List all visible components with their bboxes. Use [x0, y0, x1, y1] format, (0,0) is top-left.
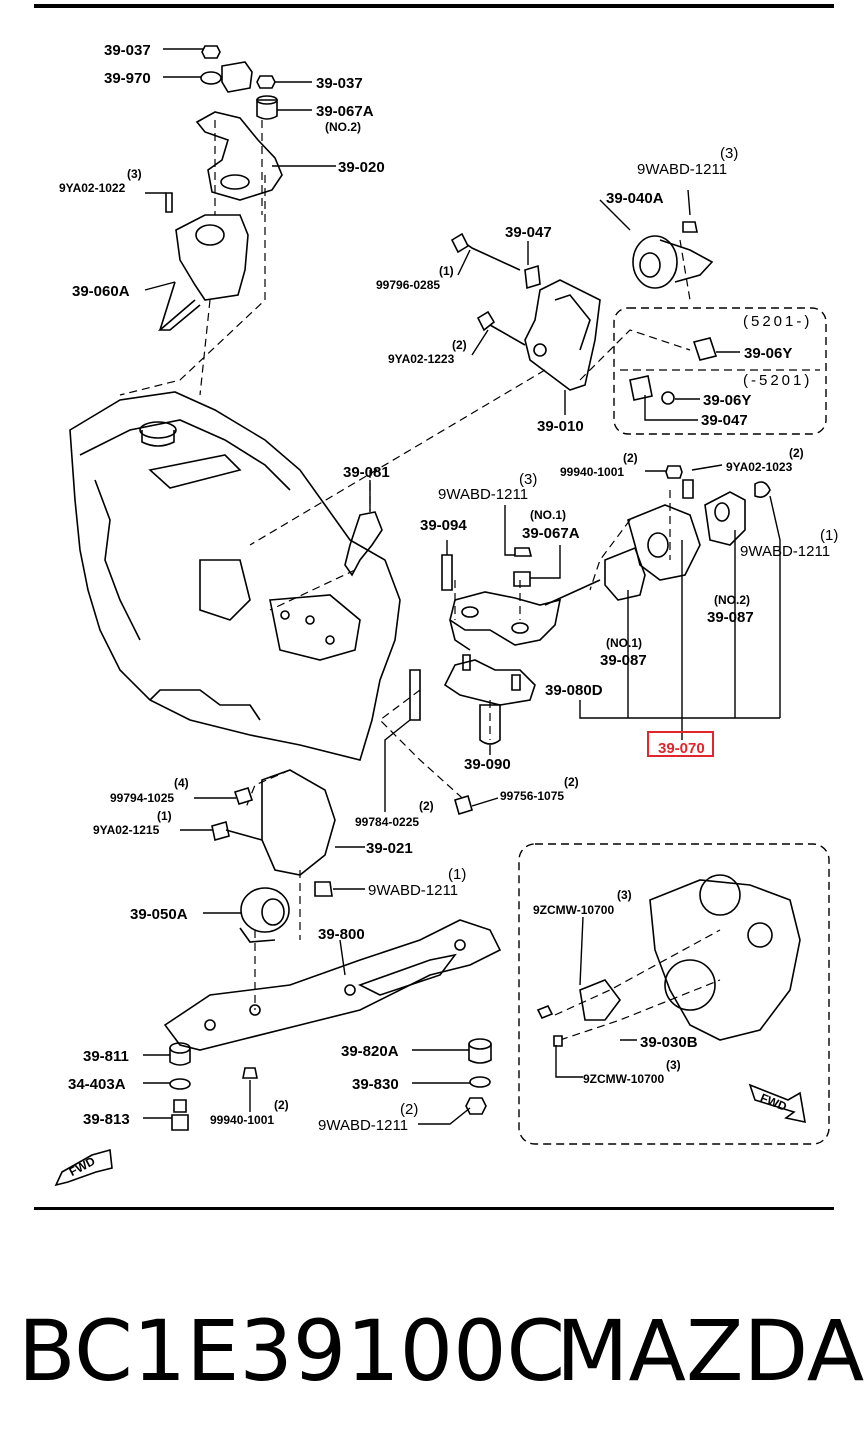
- fwd-arrow-left: FWD: [54, 1148, 113, 1187]
- label-qty2-a: (2): [452, 338, 467, 352]
- label-qty4: (4): [174, 776, 189, 790]
- label-39-037-b[interactable]: 39-037: [316, 75, 363, 92]
- label-9wabd-lower[interactable]: 9WABD-1211: [368, 882, 458, 899]
- label-qty1-c: (1): [157, 809, 172, 823]
- label-99940-1001-bot[interactable]: 99940-1001: [210, 1113, 274, 1127]
- label-39-047-top[interactable]: 39-047: [505, 224, 552, 241]
- label-no2-top: (NO.2): [325, 120, 361, 134]
- label-9wabd-mid[interactable]: 9WABD-1211: [438, 486, 528, 503]
- label-9wabd-right[interactable]: 9WABD-1211: [740, 543, 830, 560]
- label-39-800[interactable]: 39-800: [318, 926, 365, 943]
- brand-caption: MAZDA: [556, 1302, 864, 1400]
- label-qty2-g: (2): [400, 1101, 418, 1118]
- highlight-box-39-070[interactable]: [647, 731, 714, 757]
- label-no1-a: (NO.1): [530, 508, 566, 522]
- fwd-arrow-right: FWD: [748, 1083, 806, 1124]
- label-qty1-d: (1): [448, 866, 466, 883]
- label-qty3-d: (3): [666, 1058, 681, 1072]
- label-39-830[interactable]: 39-830: [352, 1076, 399, 1093]
- label-39-06y-a[interactable]: 39-06Y: [744, 345, 792, 362]
- label-39-087-no2[interactable]: 39-087: [707, 609, 754, 626]
- label-99796-0285[interactable]: 99796-0285: [376, 278, 440, 292]
- label-qty2-b: (2): [623, 451, 638, 465]
- leader-lines: [143, 48, 781, 1125]
- inset-box: [518, 843, 830, 1145]
- label-9wabd-top[interactable]: 9WABD-1211: [637, 161, 727, 178]
- label-9wabd-bot[interactable]: 9WABD-1211: [318, 1117, 408, 1134]
- label-9ya02-1215[interactable]: 9YA02-1215: [93, 823, 160, 837]
- label-39-037-a[interactable]: 39-037: [104, 42, 151, 59]
- label-39-813[interactable]: 39-813: [83, 1111, 130, 1128]
- label-39-010[interactable]: 39-010: [537, 418, 584, 435]
- label-39-087-no1[interactable]: 39-087: [600, 652, 647, 669]
- label-39-820a[interactable]: 39-820A: [341, 1043, 399, 1060]
- label-39-067a-mid[interactable]: 39-067A: [522, 525, 580, 542]
- label-39-080d[interactable]: 39-080D: [545, 682, 603, 699]
- label-range-a: (5201-): [743, 313, 812, 330]
- label-qty3-top: (3): [720, 145, 738, 162]
- label-99940-1001-top[interactable]: 99940-1001: [560, 465, 624, 479]
- label-qty1-a: (1): [439, 264, 454, 278]
- label-no2-b: (NO.2): [714, 593, 750, 607]
- label-qty2-d: (2): [564, 775, 579, 789]
- engine-block: [69, 391, 401, 761]
- label-39-020[interactable]: 39-020: [338, 159, 385, 176]
- label-39-070[interactable]: 39-070: [658, 740, 705, 757]
- label-39-06y-b[interactable]: 39-06Y: [703, 392, 751, 409]
- label-34-403a[interactable]: 34-403A: [68, 1076, 126, 1093]
- label-39-094[interactable]: 39-094: [420, 517, 467, 534]
- label-qty3-b: (3): [519, 471, 537, 488]
- fwd-label-right: FWD: [758, 1091, 789, 1114]
- label-39-030b[interactable]: 39-030B: [640, 1034, 698, 1051]
- bottom-border: [34, 1207, 834, 1210]
- label-range-b: (-5201): [743, 372, 812, 389]
- label-9ya02-1223[interactable]: 9YA02-1223: [388, 352, 455, 366]
- top-border: [34, 4, 834, 8]
- label-no1-b: (NO.1): [606, 636, 642, 650]
- label-39-090[interactable]: 39-090: [464, 756, 511, 773]
- label-99784-0225[interactable]: 99784-0225: [355, 815, 419, 829]
- label-99756-1075[interactable]: 99756-1075: [500, 789, 564, 803]
- label-qty1-b: (1): [820, 527, 838, 544]
- label-39-050a[interactable]: 39-050A: [130, 906, 188, 923]
- label-qty3-a: (3): [127, 167, 142, 181]
- label-qty2-c: (2): [789, 446, 804, 460]
- label-9zcmw-10700-b[interactable]: 9ZCMW-10700: [583, 1072, 664, 1086]
- leader-dashed-lines: [119, 120, 721, 1041]
- label-39-081[interactable]: 39-081: [343, 464, 390, 481]
- fwd-label-left: FWD: [67, 1154, 98, 1179]
- label-39-021[interactable]: 39-021: [366, 840, 413, 857]
- variant-box: [613, 307, 827, 435]
- parts-art: [157, 45, 801, 1131]
- label-qty2-e: (2): [419, 799, 434, 813]
- label-9ya02-1023[interactable]: 9YA02-1023: [726, 460, 793, 474]
- label-qty3-c: (3): [617, 888, 632, 902]
- part-number-caption: BC1E39100C: [18, 1302, 566, 1400]
- label-39-970[interactable]: 39-970: [104, 70, 151, 87]
- label-qty2-f: (2): [274, 1098, 289, 1112]
- part-labels: 39-037 39-970 39-037 39-067A (NO.2) 39-0…: [59, 42, 838, 1134]
- label-39-047-box[interactable]: 39-047: [701, 412, 748, 429]
- label-9ya02-1022[interactable]: 9YA02-1022: [59, 181, 126, 195]
- label-9zcmw-10700-a[interactable]: 9ZCMW-10700: [533, 903, 614, 917]
- label-39-067a-top[interactable]: 39-067A: [316, 103, 374, 120]
- label-39-040a[interactable]: 39-040A: [606, 190, 664, 207]
- label-99794-1025[interactable]: 99794-1025: [110, 791, 174, 805]
- label-39-060a[interactable]: 39-060A: [72, 283, 130, 300]
- label-39-811[interactable]: 39-811: [83, 1048, 129, 1065]
